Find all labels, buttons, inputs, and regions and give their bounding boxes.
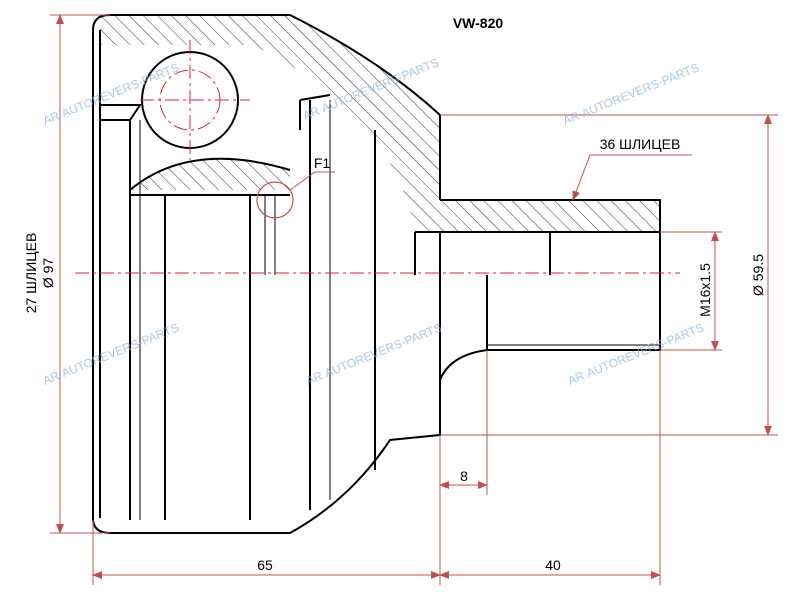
detail-f1	[256, 171, 335, 219]
dim-stem-label: 40	[545, 557, 561, 573]
watermark-logo: AR	[41, 108, 62, 127]
watermark-text: AUTOREVERS-PARTS	[579, 60, 700, 120]
outer-splines-label: 36 ШЛИЦЕВ	[600, 136, 681, 152]
dim-shoulder-label: 8	[460, 468, 468, 484]
thread-label: M16x1.5	[697, 263, 713, 317]
watermark-logo: AR	[301, 103, 322, 122]
watermark-logo: AR	[566, 368, 587, 387]
dim-body-label: 65	[257, 557, 273, 573]
dimension-lines	[50, 14, 778, 585]
section-hatching	[100, 15, 660, 232]
watermark-logo: AR	[304, 368, 325, 387]
watermark-logo: AR	[561, 108, 582, 127]
center-lines	[75, 40, 680, 274]
watermark-text: AUTOREVERS-PARTS	[59, 320, 180, 380]
inner-splines-label: 27 ШЛИЦЕВ	[23, 233, 39, 314]
flange-diameter-label: Ø 59.5	[750, 254, 766, 296]
watermark-text: AUTOREVERS-PARTS	[322, 320, 443, 380]
detail-f1-label: F1	[314, 155, 331, 171]
watermark-logo: AR	[41, 368, 62, 387]
drawing-title: VW-820	[453, 15, 504, 31]
outer-diameter-label: Ø 97	[40, 258, 56, 289]
